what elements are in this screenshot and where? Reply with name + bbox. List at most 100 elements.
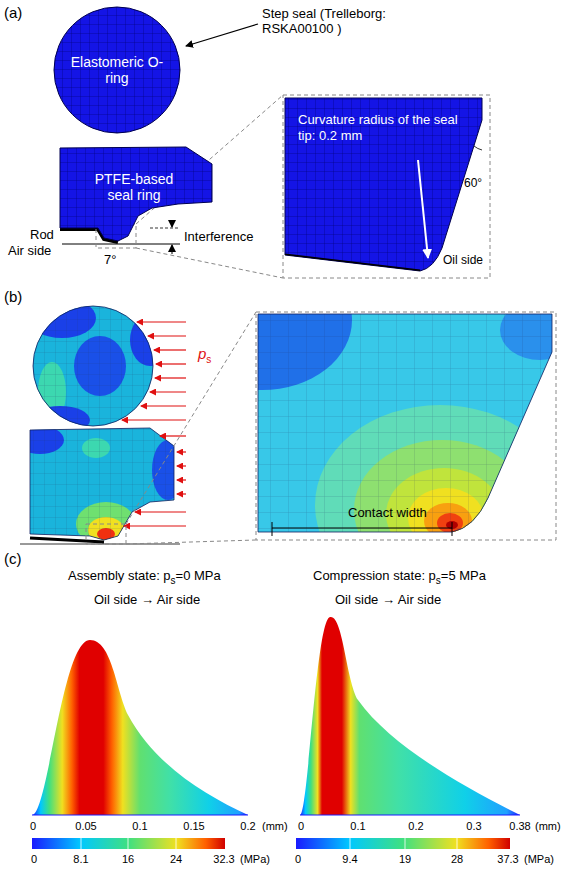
axis-unit: (mm) xyxy=(262,820,288,833)
illustration-line xyxy=(122,419,186,420)
colorbar-unit: (MPa) xyxy=(240,853,270,866)
illustration-line xyxy=(126,540,256,544)
axis-tick: 0.1 xyxy=(132,820,147,833)
colorbar-tick: 16 xyxy=(122,853,134,866)
illustration-line xyxy=(148,335,186,336)
illustration-line xyxy=(177,451,186,452)
state-title: Compression state: ps=5 MPa xyxy=(313,568,486,586)
illustration-g xyxy=(285,255,420,271)
pressure-symbol-part: p xyxy=(198,345,206,362)
axis-tick: 0.15 xyxy=(183,820,204,833)
illustration-path xyxy=(32,640,248,815)
illustration-path xyxy=(30,538,104,542)
state-title-part: =0 MPa xyxy=(176,568,221,583)
illustration-rect xyxy=(283,95,490,278)
colorbar-tick: 28 xyxy=(451,853,463,866)
panel-letter: (c) xyxy=(4,550,22,567)
illustration-rect xyxy=(30,300,160,430)
illustration-path xyxy=(350,838,457,849)
illustration-g xyxy=(16,426,184,546)
node-outline xyxy=(54,7,180,133)
illustration-line xyxy=(154,349,186,350)
illustration-line xyxy=(172,245,173,254)
direction-note: Oil side → Air side xyxy=(94,592,200,607)
panel-b-illustration xyxy=(16,250,572,605)
axis-tick: 0.05 xyxy=(75,820,96,833)
panel-letter: (a) xyxy=(4,4,22,21)
illustration-g xyxy=(172,250,572,605)
colorbar-tick: 32.3 xyxy=(213,853,234,866)
illustration-line xyxy=(272,522,273,536)
axis-tick: 0 xyxy=(298,820,304,833)
illustration-line xyxy=(177,479,186,480)
dimension-note: Curvature radius of the seal tip: 0.2 mm xyxy=(298,112,466,144)
colorbar-tick: 8.1 xyxy=(73,853,88,866)
illustration-path xyxy=(474,146,482,150)
colorbar-tick: 19 xyxy=(399,853,411,866)
illustration-path xyxy=(285,255,420,271)
colorbar-tick: 9.4 xyxy=(342,853,357,866)
state-title-part: Compression state: p xyxy=(313,568,436,583)
illustration-g xyxy=(28,298,170,434)
illustration-line xyxy=(124,525,186,526)
pressure-symbol: ps xyxy=(198,346,211,365)
direction-note: Oil side → Air side xyxy=(335,592,441,607)
illustration-line xyxy=(300,815,520,816)
node-label: Elastomeric O-ring xyxy=(67,54,167,86)
illustration-line xyxy=(150,391,186,392)
state-title-part: Assembly state: p xyxy=(68,568,171,583)
illustration-rect xyxy=(296,838,510,849)
illustration-line xyxy=(150,228,180,229)
angle-label: 60° xyxy=(464,176,482,190)
angle-label: 7° xyxy=(104,252,116,267)
illustration-line xyxy=(156,363,186,364)
illustration-line xyxy=(177,465,186,466)
illustration-line xyxy=(418,160,428,258)
illustration-circle xyxy=(33,306,153,426)
state-title-part: s xyxy=(436,575,441,586)
illustration-line xyxy=(452,522,453,536)
side-name: Oil side xyxy=(443,253,483,267)
side-name: Air side xyxy=(8,243,51,258)
illustration-path xyxy=(81,838,176,849)
illustration-path xyxy=(300,617,520,815)
illustration-polygon xyxy=(30,428,174,540)
colorbar-tick: 37.3 xyxy=(497,853,518,866)
illustration-rect xyxy=(256,312,556,540)
illustration-rect xyxy=(32,838,225,849)
pressure-symbol-part: s xyxy=(206,354,211,365)
illustration-line xyxy=(272,528,452,529)
illustration-rect xyxy=(86,524,126,544)
illustration-rect xyxy=(28,426,178,542)
illustration-line xyxy=(137,321,186,322)
illustration-rect xyxy=(30,300,160,430)
illustration-path xyxy=(258,314,552,532)
colorbar-tick: 24 xyxy=(170,853,182,866)
illustration-line xyxy=(136,248,283,278)
node-label: PTFE-based seal ring xyxy=(88,171,180,203)
o-ring-circle: Elastomeric O-ring xyxy=(53,6,181,134)
axis-tick: 0 xyxy=(30,820,36,833)
state-title-part: s xyxy=(171,575,176,586)
illustration-line xyxy=(141,405,186,406)
axis-tick: 0.1 xyxy=(350,820,365,833)
illustration-rect xyxy=(28,426,178,542)
axis-tick: 0.2 xyxy=(408,820,423,833)
dimension-label: Interference xyxy=(184,229,253,244)
illustration-line xyxy=(155,377,186,378)
part-note: Step seal (Trelleborg: RSKA00100 ) xyxy=(262,6,440,36)
colorbar-tick: 0 xyxy=(295,853,301,866)
illustration-line xyxy=(32,815,248,816)
state-title-part: =5 MPa xyxy=(441,568,486,583)
illustration-line xyxy=(62,244,180,245)
panel-letter: (b) xyxy=(4,288,22,305)
colorbar-unit: (MPa) xyxy=(524,853,554,866)
state-title: Assembly state: ps=0 MPa xyxy=(68,568,221,586)
illustration-path xyxy=(285,98,482,271)
part-name: Rod xyxy=(30,227,54,242)
illustration-line xyxy=(177,493,186,494)
illustration-rect xyxy=(256,312,556,540)
illustration-line xyxy=(135,511,186,512)
